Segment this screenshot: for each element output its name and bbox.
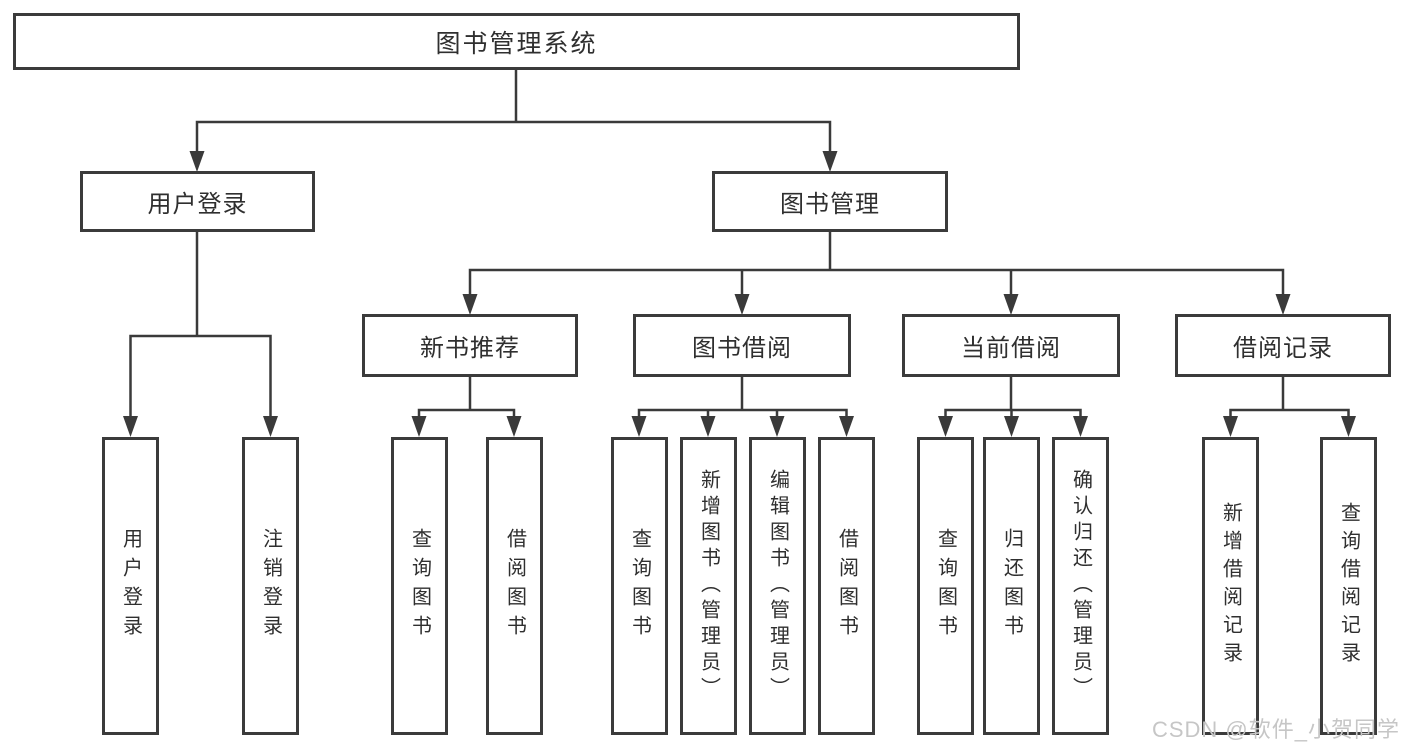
node-borrow-edit-books-admin: 编辑图书（管理员） (749, 437, 806, 735)
node-label: 编辑图书（管理员） (766, 469, 789, 703)
node-label: 查询图书 (628, 528, 651, 644)
node-label: 借阅图书 (503, 528, 526, 644)
node-borrow-borrow-books: 借阅图书 (818, 437, 875, 735)
node-new-book-recommend: 新书推荐 (362, 314, 578, 377)
node-label: 新增图书（管理员） (697, 469, 720, 703)
node-label: 借阅图书 (835, 528, 858, 644)
node-library-management-system: 图书管理系统 (13, 13, 1020, 70)
node-label: 确认归还（管理员） (1069, 469, 1092, 703)
node-label: 查询借阅记录 (1337, 502, 1360, 670)
csdn-watermark: CSDN @软件_小贺同学 (1151, 717, 1400, 742)
node-records-query-record: 查询借阅记录 (1320, 437, 1377, 735)
node-leaf-user-login: 用户登录 (102, 437, 159, 735)
node-leaf-logout: 注销登录 (242, 437, 299, 735)
node-borrow-query-books: 查询图书 (611, 437, 668, 735)
arrowhead-group (123, 151, 1356, 437)
node-book-borrowing: 图书借阅 (633, 314, 851, 377)
node-current-confirm-return-admin: 确认归还（管理员） (1052, 437, 1109, 735)
node-borrow-add-books-admin: 新增图书（管理员） (680, 437, 737, 735)
node-label: 查询图书 (934, 528, 957, 644)
node-label: 查询图书 (408, 528, 431, 644)
node-current-borrowing: 当前借阅 (902, 314, 1120, 377)
node-current-return-books: 归还图书 (983, 437, 1040, 735)
node-recommend-borrow-books: 借阅图书 (486, 437, 543, 735)
node-label: 归还图书 (1000, 528, 1023, 644)
node-borrowing-records: 借阅记录 (1175, 314, 1391, 377)
node-recommend-query-books: 查询图书 (391, 437, 448, 735)
node-label: 注销登录 (259, 528, 282, 644)
node-label: 新增借阅记录 (1219, 502, 1242, 670)
node-current-query-books: 查询图书 (917, 437, 974, 735)
node-records-add-record: 新增借阅记录 (1202, 437, 1259, 735)
node-label: 用户登录 (119, 528, 142, 644)
node-book-management: 图书管理 (712, 171, 948, 232)
node-user-login: 用户登录 (80, 171, 315, 232)
